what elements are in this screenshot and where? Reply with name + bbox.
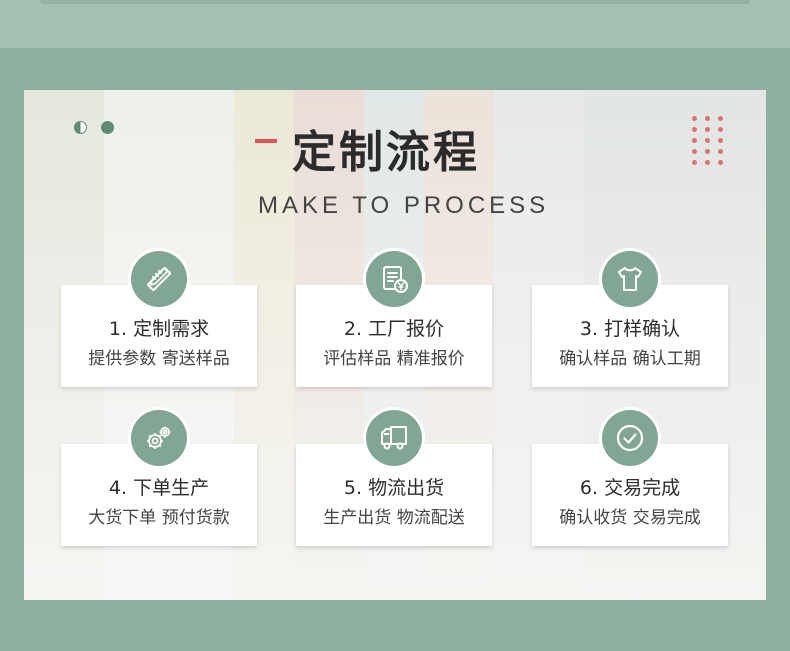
pencil-ruler-icon: [131, 251, 187, 307]
step-desc: 大货下单 预付货款: [88, 508, 230, 528]
step-desc: 确认样品 确认工期: [559, 349, 701, 369]
document-yen-icon: [366, 251, 422, 307]
half-dot-icon: [74, 121, 87, 134]
dot-icon: [101, 121, 114, 134]
step-title: 1. 定制需求: [108, 318, 210, 340]
step-desc: 确认收货 交易完成: [559, 508, 701, 528]
page-title: 定制流程: [292, 127, 480, 178]
step-desc: 提供参数 寄送样品: [88, 349, 230, 369]
step-title: 5. 物流出货: [343, 477, 445, 499]
page-subtitle: MAKE TO PROCESS: [258, 192, 550, 219]
step-title: 6. 交易完成: [579, 477, 681, 499]
top-band-shadow: [40, 0, 750, 4]
step-desc: 评估样品 精准报价: [323, 349, 465, 369]
step-card-4: 4. 下单生产 大货下单 预付货款: [61, 444, 257, 546]
decorative-dots: [74, 121, 114, 134]
truck-icon: [366, 410, 422, 466]
decorative-dot-grid: [692, 116, 723, 165]
step-title: 3. 打样确认: [579, 318, 681, 340]
step-title: 2. 工厂报价: [343, 318, 445, 340]
step-card-1: 1. 定制需求 提供参数 寄送样品: [61, 285, 257, 387]
process-panel: 定制流程 MAKE TO PROCESS 1. 定制需求 提供参数 寄送样品 2…: [24, 90, 766, 600]
tshirt-icon: [602, 251, 658, 307]
gears-icon: [131, 410, 187, 466]
step-title: 4. 下单生产: [108, 477, 210, 499]
step-card-6: 6. 交易完成 确认收货 交易完成: [532, 444, 728, 546]
step-desc: 生产出货 物流配送: [323, 508, 465, 528]
checkmark-icon: [602, 410, 658, 466]
top-band: [0, 0, 790, 48]
title-accent-dash: [255, 139, 277, 143]
